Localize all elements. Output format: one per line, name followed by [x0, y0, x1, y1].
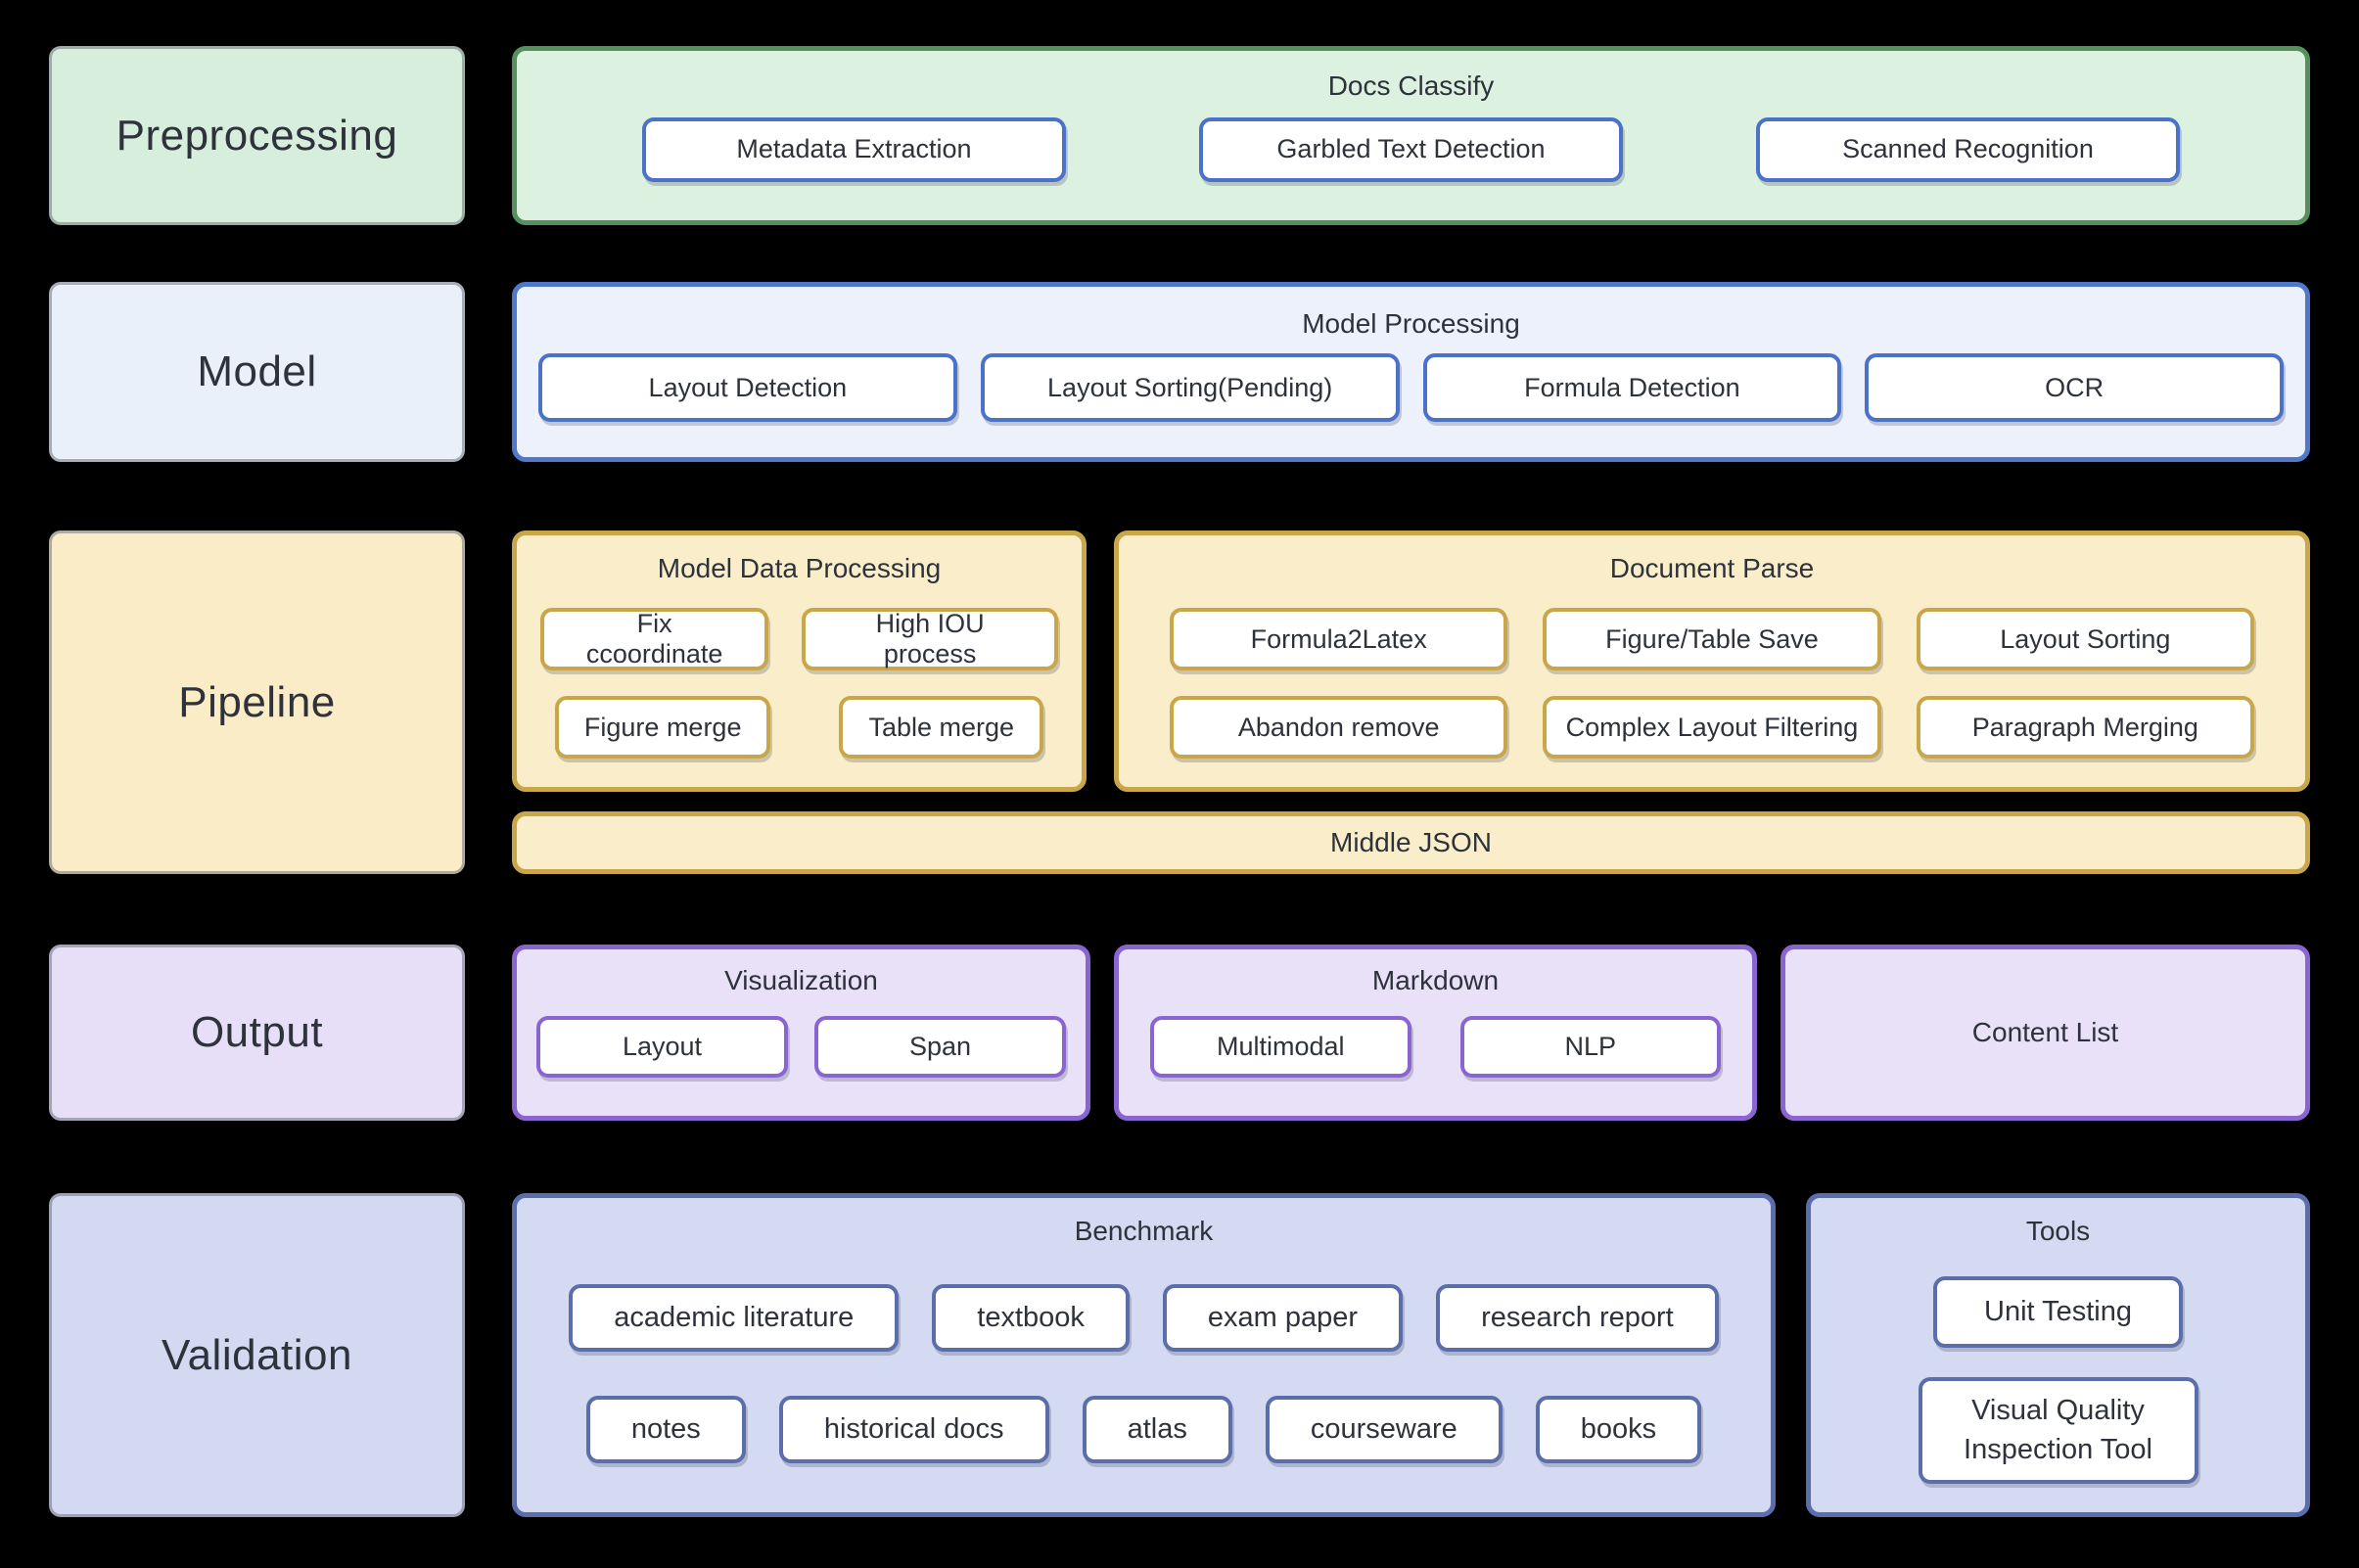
model-processing-chip-row: Layout Detection Layout Sorting(Pending)…: [538, 342, 2284, 434]
container-model-data-processing: Model Data Processing Fix ccoordinate Hi…: [512, 530, 1087, 792]
pipeline-top-containers: Model Data Processing Fix ccoordinate Hi…: [512, 530, 2310, 792]
row-model: Model Model Processing Layout Detection …: [49, 282, 2310, 462]
tools-title: Tools: [2025, 1216, 2091, 1246]
chip-books: books: [1535, 1396, 1702, 1463]
docs-classify-chip-row: Metadata Extraction Garbled Text Detecti…: [576, 104, 2246, 195]
container-content-list: Content List: [1781, 945, 2310, 1121]
row-validation: Validation Benchmark academic literature…: [49, 1193, 2310, 1517]
model-processing-title: Model Processing: [1302, 308, 1520, 339]
validation-containers: Benchmark academic literature textbook e…: [512, 1193, 2310, 1517]
chip-formula2latex: Formula2Latex: [1170, 608, 1508, 670]
chip-academic-literature: academic literature: [569, 1284, 900, 1352]
chip-visual-quality-inspection-tool: Visual Quality Inspection Tool: [1918, 1377, 2198, 1484]
chip-layout-sorting: Layout Sorting: [1916, 608, 2254, 670]
row-label-preprocessing: Preprocessing: [49, 46, 465, 225]
mdp-chip-row-1: Fix ccoordinate High IOU process: [540, 608, 1058, 670]
output-containers: Visualization Layout Span Markdown Multi…: [512, 945, 2310, 1121]
benchmark-chip-row-1: academic literature textbook exam paper …: [556, 1284, 1732, 1352]
visualization-chip-row: Layout Span: [536, 998, 1066, 1094]
benchmark-chip-row-2: notes historical docs atlas courseware b…: [556, 1396, 1732, 1463]
container-model-processing: Model Processing Layout Detection Layout…: [512, 282, 2310, 462]
row-preprocessing: Preprocessing Docs Classify Metadata Ext…: [49, 46, 2310, 225]
chip-high-iou-process: High IOU process: [802, 608, 1058, 670]
chip-layout: Layout: [536, 1015, 788, 1078]
row-label-output: Output: [49, 945, 465, 1121]
row-pipeline: Pipeline Model Data Processing Fix ccoor…: [49, 530, 2310, 874]
row-label-validation: Validation: [49, 1193, 465, 1517]
document-parse-grid: Formula2Latex Figure/Table Save Layout S…: [1170, 608, 2254, 759]
markdown-title: Markdown: [1371, 965, 1500, 995]
chip-metadata-extraction: Metadata Extraction: [642, 116, 1066, 182]
container-document-parse: Document Parse Formula2Latex Figure/Tabl…: [1114, 530, 2310, 792]
middle-json-title: Middle JSON: [1330, 827, 1492, 857]
pipeline-content: Model Data Processing Fix ccoordinate Hi…: [512, 530, 2310, 874]
chip-unit-testing: Unit Testing: [1933, 1276, 2183, 1348]
visualization-title: Visualization: [724, 965, 878, 995]
chip-figure-table-save: Figure/Table Save: [1543, 608, 1881, 670]
chip-garbled-text-detection: Garbled Text Detection: [1199, 116, 1623, 182]
chip-atlas: atlas: [1082, 1396, 1232, 1463]
model-data-processing-title: Model Data Processing: [657, 553, 942, 583]
markdown-chip-row: Multimodal NLP: [1150, 998, 1721, 1094]
chip-exam-paper: exam paper: [1162, 1284, 1404, 1352]
row-output: Output Visualization Layout Span Markdow…: [49, 945, 2310, 1121]
chip-layout-detection: Layout Detection: [538, 353, 957, 422]
chip-figure-merge: Figure merge: [554, 696, 771, 759]
chip-complex-layout-filtering: Complex Layout Filtering: [1543, 696, 1881, 759]
docs-classify-title: Docs Classify: [1327, 70, 1495, 101]
chip-textbook: textbook: [932, 1284, 1130, 1352]
chip-formula-detection: Formula Detection: [1422, 353, 1842, 422]
container-markdown: Markdown Multimodal NLP: [1114, 945, 1757, 1121]
chip-ocr: OCR: [1865, 353, 2284, 422]
container-docs-classify: Docs Classify Metadata Extraction Garble…: [512, 46, 2310, 225]
chip-nlp: NLP: [1459, 1015, 1721, 1078]
chip-span: Span: [814, 1015, 1066, 1078]
document-parse-title: Document Parse: [1609, 553, 1815, 583]
row-label-pipeline: Pipeline: [49, 530, 465, 874]
chip-research-report: research report: [1436, 1284, 1719, 1352]
container-tools: Tools Unit Testing Visual Quality Inspec…: [1806, 1193, 2310, 1517]
chip-abandon-remove: Abandon remove: [1170, 696, 1508, 759]
container-benchmark: Benchmark academic literature textbook e…: [512, 1193, 1776, 1517]
chip-scanned-recognition: Scanned Recognition: [1756, 116, 2180, 182]
chip-table-merge: Table merge: [839, 696, 1044, 759]
benchmark-title: Benchmark: [1074, 1216, 1214, 1246]
container-visualization: Visualization Layout Span: [512, 945, 1090, 1121]
chip-notes: notes: [585, 1396, 746, 1463]
chip-multimodal: Multimodal: [1150, 1015, 1411, 1078]
content-list-title: Content List: [1971, 1017, 2119, 1047]
chip-paragraph-merging: Paragraph Merging: [1916, 696, 2254, 759]
chip-fix-ccoordinate: Fix ccoordinate: [540, 608, 769, 670]
container-middle-json: Middle JSON: [512, 811, 2310, 874]
mdp-chip-row-2: Figure merge Table merge: [540, 696, 1058, 759]
chip-courseware: courseware: [1265, 1396, 1503, 1463]
chip-layout-sorting-pending: Layout Sorting(Pending): [980, 353, 1400, 422]
chip-historical-docs: historical docs: [778, 1396, 1049, 1463]
row-label-model: Model: [49, 282, 465, 462]
